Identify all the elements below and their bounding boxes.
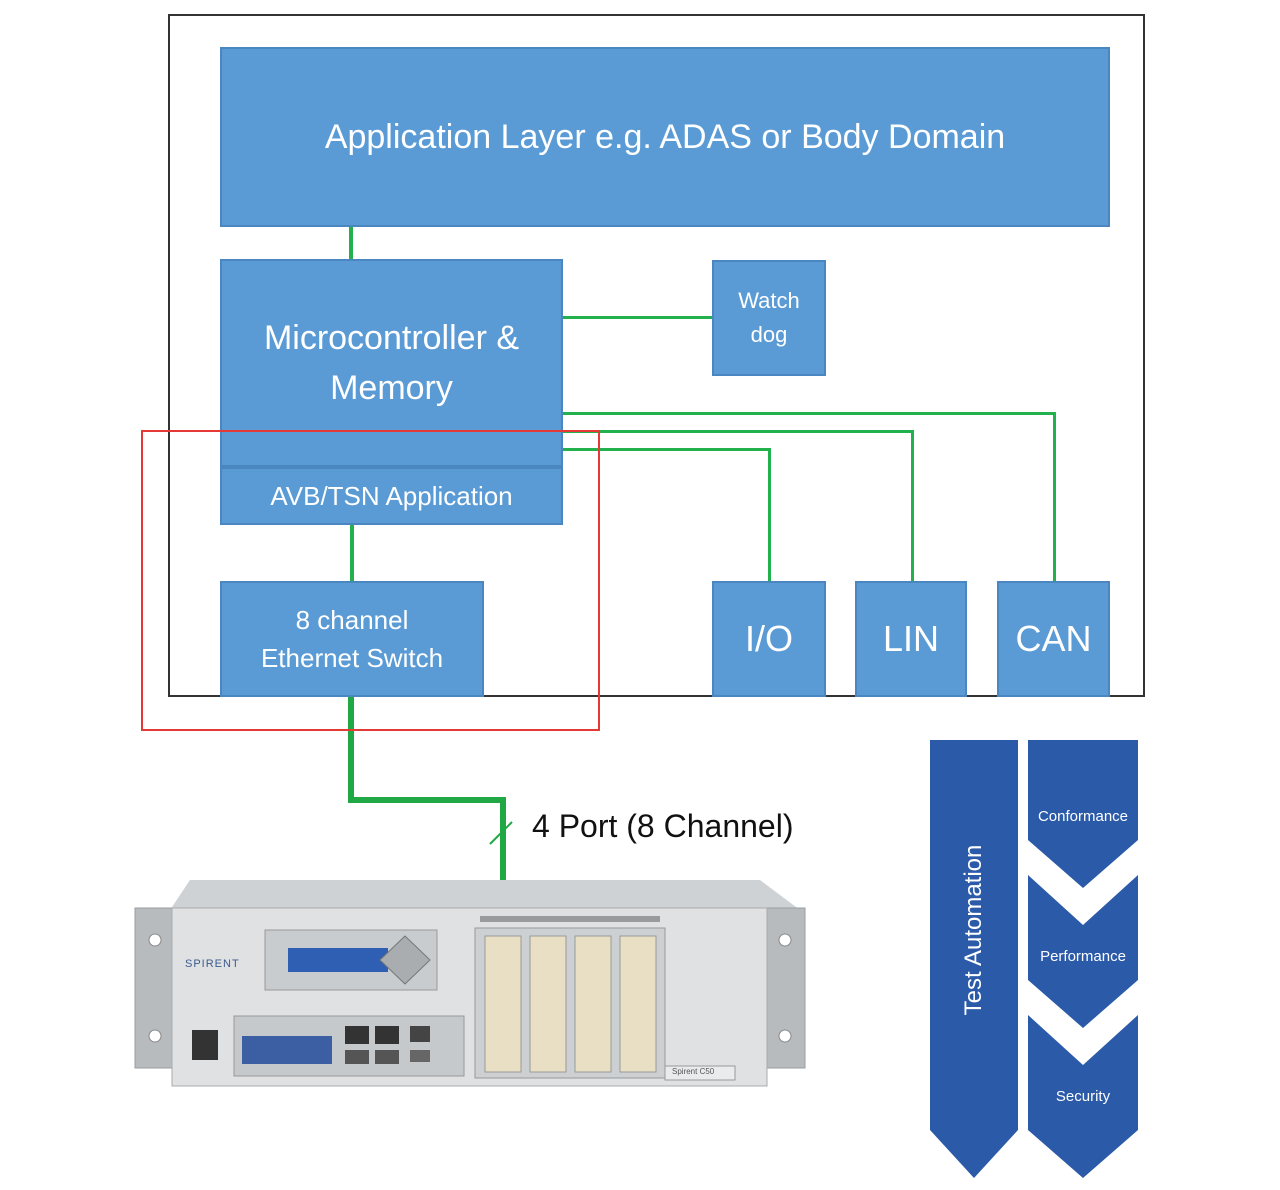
ethernet-switch-label: 8 channel Ethernet Switch: [260, 605, 444, 673]
microcontroller-block: Microcontroller & Memory: [220, 259, 563, 467]
stage-security: Security: [1055, 1088, 1111, 1105]
test-automation-panel: [930, 740, 1138, 1178]
can-label: CAN: [1015, 618, 1092, 659]
port-label: 4 Port (8 Channel): [532, 808, 794, 844]
ethernet-switch-block: 8 channel Ethernet Switch: [220, 581, 484, 697]
port-tick-mark: [489, 821, 513, 845]
wire-avb-to-switch: [350, 524, 354, 582]
avb-tsn-label: AVB/TSN Application: [270, 480, 513, 511]
wire-mcu-to-io-v: [768, 448, 771, 582]
wire-mcu-to-lin-v: [911, 430, 914, 582]
wire-mcu-to-lin-h: [562, 430, 914, 433]
device-model-tag: Spirent C50: [672, 1067, 715, 1076]
stage-performance: Performance: [1040, 948, 1126, 965]
test-device-illustration: [134, 880, 806, 1087]
wire-app-to-mcu: [349, 226, 353, 260]
io-block: I/O: [712, 581, 826, 697]
can-block: CAN: [997, 581, 1110, 697]
lin-block: LIN: [855, 581, 967, 697]
watchdog-block: Watch dog: [712, 260, 826, 376]
wire-mcu-to-io-h: [562, 448, 771, 451]
application-layer-label: Application Layer e.g. ADAS or Body Doma…: [324, 117, 1006, 156]
avb-tsn-block: AVB/TSN Application: [220, 467, 563, 525]
test-automation-label: Test Automation: [960, 844, 987, 1016]
lin-label: LIN: [882, 618, 940, 659]
wire-switch-down: [348, 696, 354, 800]
microcontroller-label: Microcontroller & Memory: [263, 319, 520, 407]
wire-mcu-to-can-v: [1053, 412, 1056, 582]
wire-mcu-to-watchdog: [562, 316, 712, 319]
wire-switch-horizontal: [348, 797, 506, 803]
watchdog-label: Watch dog: [738, 288, 800, 347]
ecu-frame: [168, 14, 1145, 697]
highlight-box: [141, 430, 600, 731]
stage-conformance: Conformance: [1037, 808, 1129, 825]
wire-mcu-to-can-h: [562, 412, 1056, 415]
io-label: I/O: [744, 618, 793, 659]
device-brand-logo: SPIRENT: [185, 958, 240, 970]
application-layer-block: Application Layer e.g. ADAS or Body Doma…: [220, 47, 1110, 227]
